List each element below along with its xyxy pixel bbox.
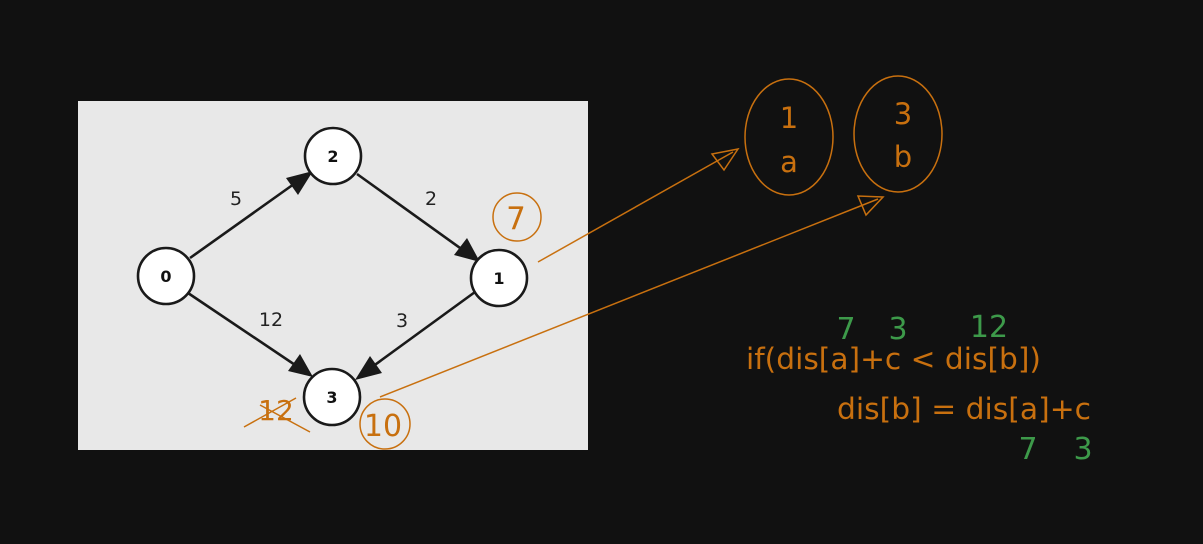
node-label: 0	[160, 267, 171, 286]
bubble-b-value: 3	[894, 97, 912, 131]
node-label: 1	[493, 269, 504, 288]
node-circle	[136, 246, 196, 306]
node-circle	[302, 367, 362, 427]
pointer-arrow-b	[379, 195, 885, 398]
relaxation-code: 7 3 12 if(dis[a]+c < dis[b]) dis[b] = di…	[746, 310, 1093, 467]
condition-value-dis-a: 7	[836, 312, 855, 347]
graph-node-3: 3	[302, 367, 362, 427]
distance-annotation-node3-old: 12	[243, 394, 311, 433]
strike-line-1	[243, 397, 297, 428]
graph-node-1: 1	[469, 248, 529, 308]
edge-weight-0-3: 12	[259, 309, 283, 331]
edge-1-3	[360, 290, 476, 377]
arrow-head-outline	[856, 195, 885, 217]
edge-weight-1-3: 3	[396, 310, 408, 332]
graph-edges	[187, 171, 480, 380]
annotation-circle	[359, 398, 411, 450]
graph-node-0: 0	[136, 246, 196, 306]
bubble-a-value: 1	[780, 101, 798, 135]
edge-0-2	[189, 172, 309, 260]
arrow-line	[379, 198, 879, 398]
arrowhead-0-2	[286, 171, 313, 195]
bubble-a: 1 a	[744, 78, 834, 196]
strike-line-2	[259, 404, 311, 433]
node-circle	[469, 248, 529, 308]
distance-node3-old-text: 12	[258, 394, 294, 427]
bubble-a-name: a	[780, 145, 798, 179]
distance-annotation-node3-new: 10	[359, 398, 411, 450]
node-circle	[303, 126, 363, 186]
update-line: dis[b] = dis[a]+c	[837, 392, 1091, 426]
update-value-c: 3	[1073, 432, 1092, 467]
node-label: 2	[327, 147, 338, 166]
arrowhead-0-3	[288, 354, 313, 377]
update-value-dis-a: 7	[1018, 432, 1037, 467]
arrow-head-outline	[710, 147, 740, 172]
pointer-arrow-a	[537, 147, 740, 263]
edge-2-1	[356, 172, 475, 260]
distance-node3-new-text: 10	[364, 409, 402, 444]
condition-value-dis-b: 12	[970, 310, 1008, 345]
condition-line: if(dis[a]+c < dis[b])	[746, 342, 1041, 376]
bubble-outline	[744, 78, 834, 196]
annotation-circle	[492, 192, 542, 242]
arrow-line	[537, 151, 734, 263]
distance-annotation-node1: 7	[492, 192, 542, 242]
edge-weight-2-1: 2	[425, 188, 437, 210]
node-label: 3	[326, 388, 337, 407]
graph-node-2: 2	[303, 126, 363, 186]
distance-node1-text: 7	[506, 201, 526, 237]
edge-0-3	[187, 291, 308, 375]
bubble-b-name: b	[894, 140, 912, 174]
arrowhead-2-1	[454, 238, 480, 262]
bubble-outline	[853, 75, 943, 193]
bubble-b: 3 b	[853, 75, 943, 193]
edge-weight-0-2: 5	[230, 188, 242, 210]
arrowhead-1-3	[355, 356, 382, 380]
condition-value-c: 3	[888, 312, 907, 347]
